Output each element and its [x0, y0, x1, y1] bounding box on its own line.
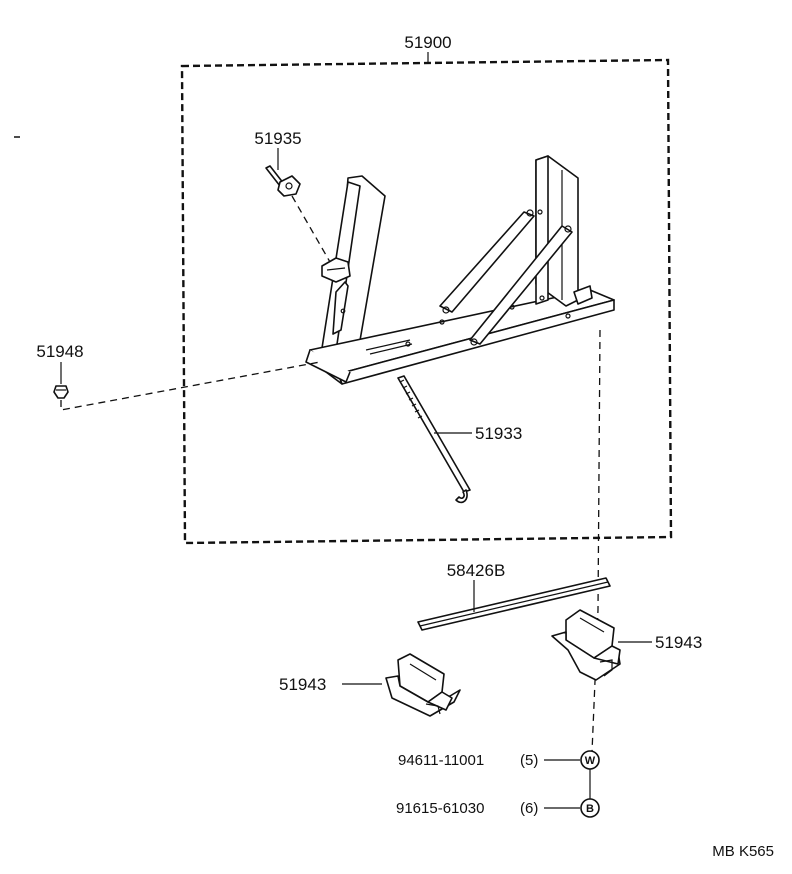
fastener-2-symbol-circle — [580, 798, 600, 818]
label-58426b: 58426B — [447, 561, 506, 580]
carrier-assembly — [305, 155, 615, 385]
part-58426b-strip — [417, 577, 611, 631]
fastener-1-part-number: 94611-11001 — [398, 752, 484, 769]
part-51935-hook — [265, 165, 301, 197]
label-51943-right: 51943 — [655, 633, 702, 652]
fastener-row-1: 94611-11001 (5) W — [398, 750, 600, 770]
drawing-code: MB K565 — [712, 843, 774, 860]
label-51900: 51900 — [404, 33, 451, 52]
part-51943-bracket-right — [551, 609, 621, 681]
fastener-1-qty: (5) — [520, 752, 538, 769]
fastener-2-qty: (6) — [520, 800, 538, 817]
fastener-2-part-number: 91615-61030 — [396, 800, 484, 817]
part-51943-bracket-left — [385, 653, 461, 717]
assembly-51900-frame — [180, 52, 673, 545]
fastener-row-2: 91615-61030 (6) B — [396, 798, 600, 818]
fastener-1-symbol: W — [585, 755, 596, 767]
guide-51948 — [60, 361, 321, 411]
label-51935: 51935 — [254, 129, 301, 148]
part-51948-nut — [53, 385, 69, 399]
part-51933-rod — [397, 375, 471, 504]
guide-51935 — [291, 195, 331, 263]
label-51948: 51948 — [36, 342, 83, 361]
label-51943-left: 51943 — [279, 675, 326, 694]
fastener-2-symbol: B — [586, 803, 594, 815]
label-51933: 51933 — [475, 424, 522, 443]
guide-vertical — [591, 329, 601, 753]
